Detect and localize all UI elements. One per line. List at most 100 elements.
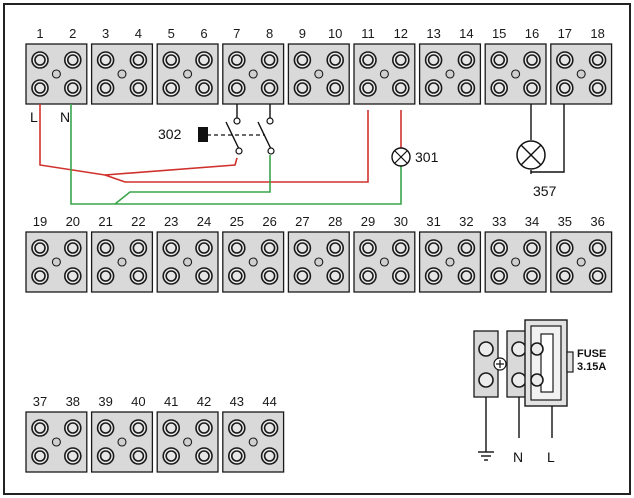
terminal-screw-top-inner [394, 242, 407, 254]
terminal-pair-link [117, 257, 127, 267]
terminal-number: 9 [299, 26, 306, 41]
terminal-pair-link [576, 257, 586, 267]
terminal-screw-bottom-inner [591, 270, 604, 282]
terminal-number: 5 [168, 26, 175, 41]
terminal-screw-top-inner [263, 54, 276, 66]
terminal-screw-bottom-inner [296, 82, 309, 94]
terminal-screw-bottom-inner [493, 270, 506, 282]
terminal-pair-link [445, 69, 455, 79]
terminal-screw-top-inner [132, 422, 145, 434]
terminal-screw-bottom-inner [231, 450, 243, 462]
terminal-screw-top-inner [165, 242, 177, 254]
terminal-pair-link [51, 257, 61, 267]
terminal-screw-bottom-inner [558, 82, 571, 94]
terminal-number: 22 [131, 214, 145, 229]
terminal-number: 1 [36, 26, 43, 41]
terminal-screw-top-inner [460, 242, 473, 254]
terminal-pair-link [379, 257, 389, 267]
terminal-screw-bottom-inner [67, 82, 79, 94]
terminal-screw-top-inner [231, 422, 243, 434]
switch-contact-7 [233, 117, 241, 125]
terminal-screw-top-inner [231, 242, 243, 254]
terminal-number: 33 [492, 214, 506, 229]
terminal-screw-top-inner [362, 54, 374, 66]
terminal-screw-bottom-inner [329, 82, 342, 94]
terminal-screw-bottom-inner [362, 270, 374, 282]
mains-earth-hole-top [478, 341, 494, 357]
terminal-pair-link [379, 69, 389, 79]
terminal-screw-top-inner [427, 242, 440, 254]
terminal-number: 2 [69, 26, 76, 41]
terminal-screw-top-inner [427, 54, 440, 66]
terminal-screw-bottom-inner [132, 450, 145, 462]
terminal-screw-top-inner [460, 54, 473, 66]
terminal-number: 13 [426, 26, 440, 41]
terminal-pair-link [511, 69, 521, 79]
terminal-number: 7 [233, 26, 240, 41]
terminal-number: 12 [394, 26, 408, 41]
terminal-screw-top-inner [296, 54, 309, 66]
switch-pivot-1 [235, 147, 243, 155]
terminal-screw-top-inner [558, 54, 571, 66]
terminal-number: 40 [131, 394, 145, 409]
lamp-357-cross-b [520, 144, 542, 166]
terminal-number: 28 [328, 214, 342, 229]
terminal-number: 10 [328, 26, 342, 41]
terminal-number: 27 [295, 214, 309, 229]
terminal-screw-top-inner [526, 242, 538, 254]
terminal-screw-top-inner [34, 422, 46, 434]
terminal-number: 30 [394, 214, 408, 229]
terminal-screw-bottom-inner [394, 82, 407, 94]
fuse-hole-bottom [530, 373, 544, 387]
terminal-pair-link [576, 69, 586, 79]
terminal-number: 16 [525, 26, 539, 41]
terminal-screw-top-inner [263, 422, 276, 434]
terminal-screw-top-inner [493, 242, 506, 254]
terminal-screw-top-inner [263, 242, 276, 254]
terminal-number: 3 [102, 26, 109, 41]
terminal-number: 38 [66, 394, 80, 409]
terminal-screw-bottom-inner [99, 82, 112, 94]
mains-earth-hole-bottom [478, 372, 494, 388]
terminal-screw-top-inner [558, 242, 571, 254]
terminal-screw-top-inner [296, 242, 309, 254]
terminal-screw-bottom-inner [427, 82, 440, 94]
terminal-screw-bottom-inner [362, 82, 374, 94]
terminal-number: 24 [197, 214, 211, 229]
fuse-hole-top [530, 342, 544, 356]
terminal-screw-bottom-inner [67, 270, 79, 282]
terminal-pair-link [248, 257, 258, 267]
terminal-screw-top-inner [329, 54, 342, 66]
terminal-number: 17 [558, 26, 572, 41]
green-wire-main [70, 104, 402, 205]
switch-pivot-2 [267, 147, 275, 155]
terminal-number: 29 [361, 214, 375, 229]
terminal-number: 14 [459, 26, 473, 41]
terminal-screw-top-inner [132, 54, 145, 66]
terminal-screw-bottom-inner [165, 270, 177, 282]
mains-n-hole-bottom [511, 372, 527, 388]
terminal-screw-top-inner [132, 242, 145, 254]
fuse-label: FUSE [577, 348, 606, 360]
lamp-301-cross-b [394, 150, 408, 164]
terminal-screw-top-inner [99, 54, 112, 66]
terminal-screw-bottom-inner [526, 82, 538, 94]
terminal-number: 42 [197, 394, 211, 409]
terminal-screw-top-inner [493, 54, 506, 66]
terminal-screw-bottom-inner [198, 270, 210, 282]
terminal-screw-top-inner [329, 242, 342, 254]
terminal-pair-link [511, 257, 521, 267]
terminal-number: 37 [33, 394, 47, 409]
terminal-number: 39 [98, 394, 112, 409]
mains-l-label: L [547, 449, 555, 465]
terminal-pair-link [117, 69, 127, 79]
red-wire-branch [104, 110, 369, 183]
terminal-screw-top-inner [394, 54, 407, 66]
terminal-n-label: N [60, 109, 70, 125]
terminal-pair-link [248, 69, 258, 79]
terminal-screw-top-inner [67, 242, 79, 254]
terminal-number: 41 [164, 394, 178, 409]
terminal-number: 31 [426, 214, 440, 229]
